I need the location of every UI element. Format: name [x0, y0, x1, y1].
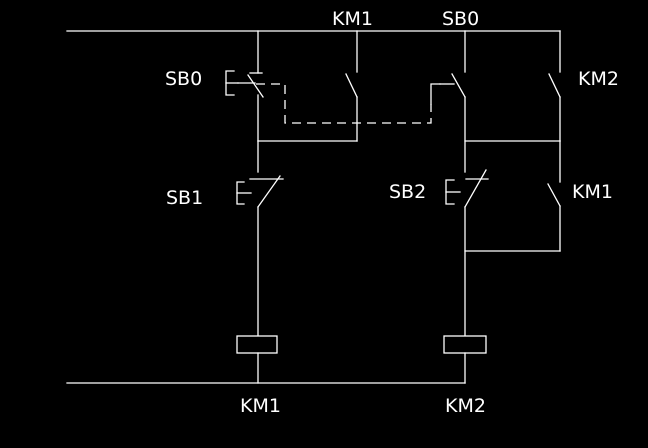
km2-holding-contact: [548, 30, 561, 142]
sb0-stop-contact-left: [225, 70, 264, 142]
sb1-start-button: [236, 175, 284, 337]
sb2-start-button: [445, 169, 489, 337]
right-branch: [430, 30, 561, 384]
km1-coil: [236, 335, 278, 354]
label-km1-right: KM1: [572, 181, 613, 203]
km1-interlock-contact: [547, 140, 561, 252]
label-sb0-top: SB0: [442, 8, 479, 30]
label-sb1: SB1: [166, 187, 203, 209]
left-branch: [225, 30, 358, 384]
label-km2-right: KM2: [578, 68, 619, 90]
km1-holding-contact: [345, 30, 358, 142]
km2-coil: [443, 335, 487, 354]
label-sb0-left: SB0: [165, 68, 202, 90]
label-sb2: SB2: [389, 181, 426, 203]
label-coil-km1: KM1: [240, 395, 281, 417]
mechanical-linkage-dashed: [256, 83, 432, 124]
label-coil-km2: KM2: [445, 395, 486, 417]
label-km1-top: KM1: [332, 8, 373, 30]
sb0-stop-contact-right: [430, 73, 466, 173]
